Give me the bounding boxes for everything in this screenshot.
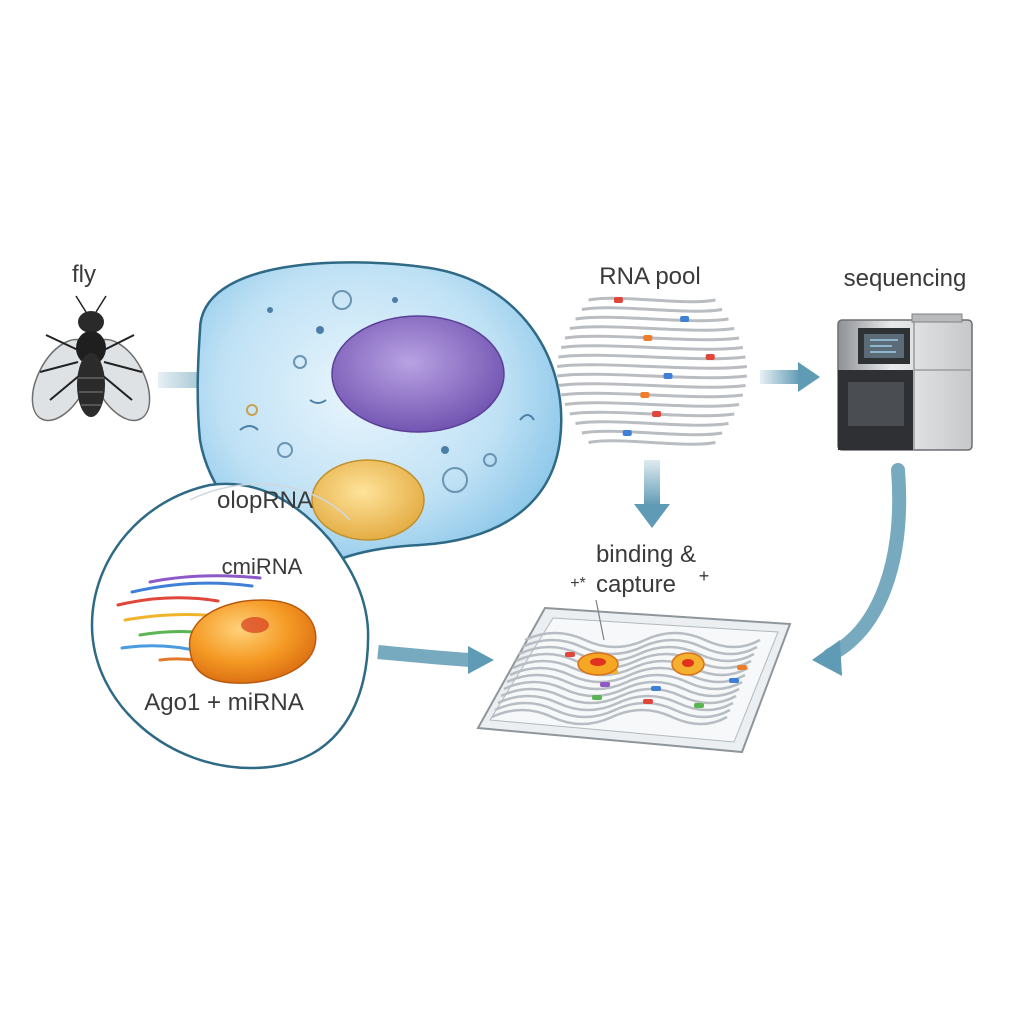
captured-strand — [518, 645, 755, 663]
captured-strand — [512, 659, 749, 677]
captured-marker — [600, 682, 610, 687]
sequencing-label: sequencing — [844, 265, 967, 292]
captured-strand — [521, 638, 758, 656]
captured-marker — [694, 703, 704, 708]
captured-strand — [503, 680, 740, 698]
arrow-pool-to-sequencer — [760, 362, 820, 392]
rna-strand — [581, 429, 723, 437]
organelle — [311, 459, 425, 541]
captured-strand — [494, 701, 731, 719]
captured-strands — [491, 631, 761, 726]
rna-strand — [558, 382, 746, 389]
binding-label-marks-right: + — [699, 566, 710, 586]
rna-strand — [556, 363, 748, 370]
rna-strand-cluster — [556, 296, 748, 446]
arrow-sequencer-to-tray — [812, 463, 907, 676]
rna-marker — [640, 392, 650, 398]
rna-strand — [575, 420, 729, 427]
rna-marker — [613, 297, 623, 303]
rna-marker — [652, 411, 662, 417]
fly-icon — [31, 295, 151, 422]
ago-protein-blob — [188, 599, 317, 684]
captured-strand — [500, 687, 737, 705]
rna-strand — [560, 344, 744, 351]
rna-strand — [569, 325, 735, 332]
rna-marker — [680, 316, 690, 322]
rna-strand — [581, 306, 723, 313]
rna-marker — [705, 354, 715, 360]
rna-strand — [569, 410, 735, 418]
arrow-pool-to-tray — [634, 460, 670, 528]
captured-marker — [643, 699, 653, 704]
cell-callout-label: olopRNA — [217, 487, 313, 514]
binding-label-marks-left: +* — [570, 575, 586, 592]
rna-strand — [556, 372, 748, 380]
rna-marker — [643, 335, 653, 341]
rna-strand — [575, 315, 729, 323]
nucleus — [331, 315, 505, 433]
rna-marker — [622, 430, 632, 436]
captured-strand — [491, 708, 728, 726]
captured-strand — [509, 666, 746, 684]
captured-strand — [506, 673, 743, 691]
rna-pool-label: RNA pool — [599, 263, 700, 290]
captured-strand — [524, 631, 761, 649]
captured-marker — [737, 665, 747, 670]
binding-label-line2: capture — [596, 571, 676, 598]
rna-strand — [558, 353, 746, 361]
fly-label: fly — [72, 261, 96, 288]
captured-marker — [592, 695, 602, 700]
binding-label-line1: binding & — [596, 541, 696, 568]
arrow-inset-to-tray — [377, 645, 494, 674]
sequencer-machine-icon — [837, 313, 973, 451]
rna-strand — [564, 401, 740, 408]
rna-strand — [560, 391, 744, 399]
captured-marker — [565, 652, 575, 657]
rna-strand — [588, 296, 716, 304]
captured-strand — [497, 694, 734, 712]
captured-marker — [651, 686, 661, 691]
rna-strand — [588, 439, 716, 446]
rna-marker — [663, 373, 673, 379]
captured-strand — [515, 652, 752, 670]
capture-complexes — [577, 652, 705, 676]
captured-marker — [729, 678, 739, 683]
ago-label: Ago1 + miRNA — [144, 689, 303, 716]
